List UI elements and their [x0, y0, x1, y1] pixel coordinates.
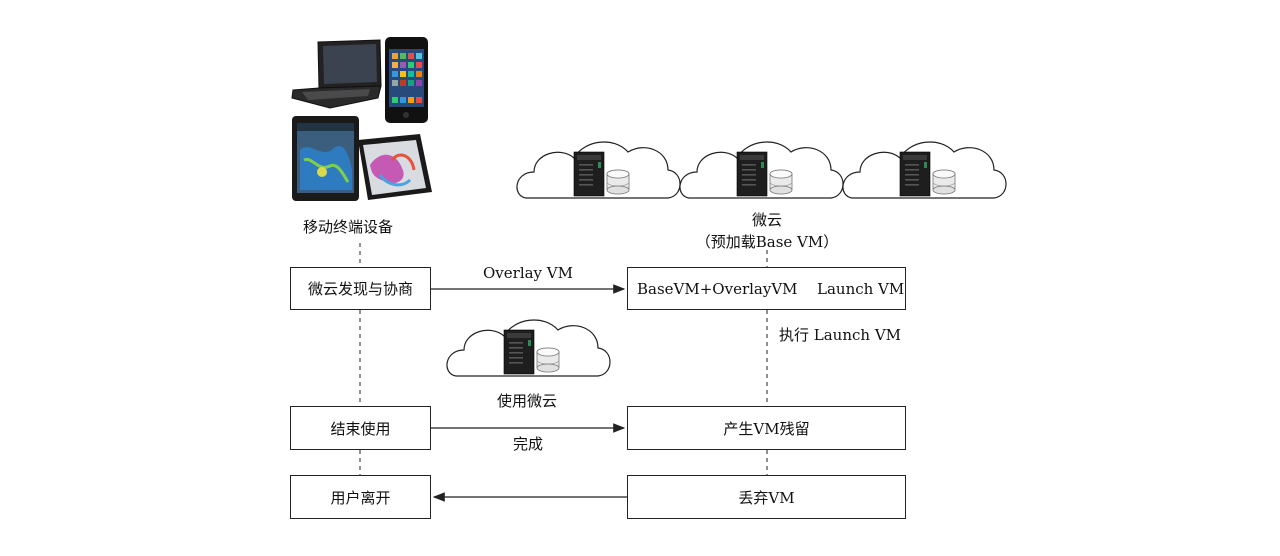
cloud-icon	[516, 141, 681, 199]
vm-synthesis-box: BaseVM+OverlayVM Launch VM	[627, 267, 906, 310]
phone-icon	[385, 37, 428, 123]
user-leave-text: 用户离开	[330, 488, 391, 507]
vm-residue-box: 产生VM残留	[627, 406, 906, 450]
cloudlet-label: 微云	[751, 211, 782, 229]
user-leave-box: 用户离开	[290, 475, 431, 519]
done-label: 完成	[513, 435, 544, 453]
laptop-icon	[291, 39, 382, 109]
base-plus-overlay-text: BaseVM+OverlayVM	[637, 279, 798, 298]
end-use-box: 结束使用	[290, 406, 431, 450]
mobile-devices-image	[291, 37, 432, 201]
cloud-icon	[446, 319, 611, 377]
end-use-text: 结束使用	[330, 419, 391, 438]
tablet-icon	[292, 116, 359, 201]
lifelines	[359, 243, 768, 475]
preload-base-vm-label: （预加载Base VM）	[695, 233, 839, 251]
cloud-icon	[679, 141, 844, 199]
discard-vm-box: 丢弃VM	[627, 475, 906, 519]
discard-vm-text: 丢弃VM	[738, 488, 795, 507]
execute-launch-vm-label: 执行 Launch VM	[779, 326, 902, 344]
discovery-negotiation-text: 微云发现与协商	[307, 280, 413, 298]
cloud-icon	[842, 141, 1007, 199]
use-cloudlet-label: 使用微云	[497, 392, 558, 410]
discovery-negotiation-box: 微云发现与协商	[290, 267, 431, 310]
tablet-icon	[358, 134, 432, 200]
launch-vm-text: Launch VM	[817, 279, 905, 298]
vm-residue-text: 产生VM残留	[723, 419, 810, 438]
mobile-devices-label: 移动终端设备	[303, 218, 394, 236]
overlay-vm-label: Overlay VM	[483, 264, 573, 282]
